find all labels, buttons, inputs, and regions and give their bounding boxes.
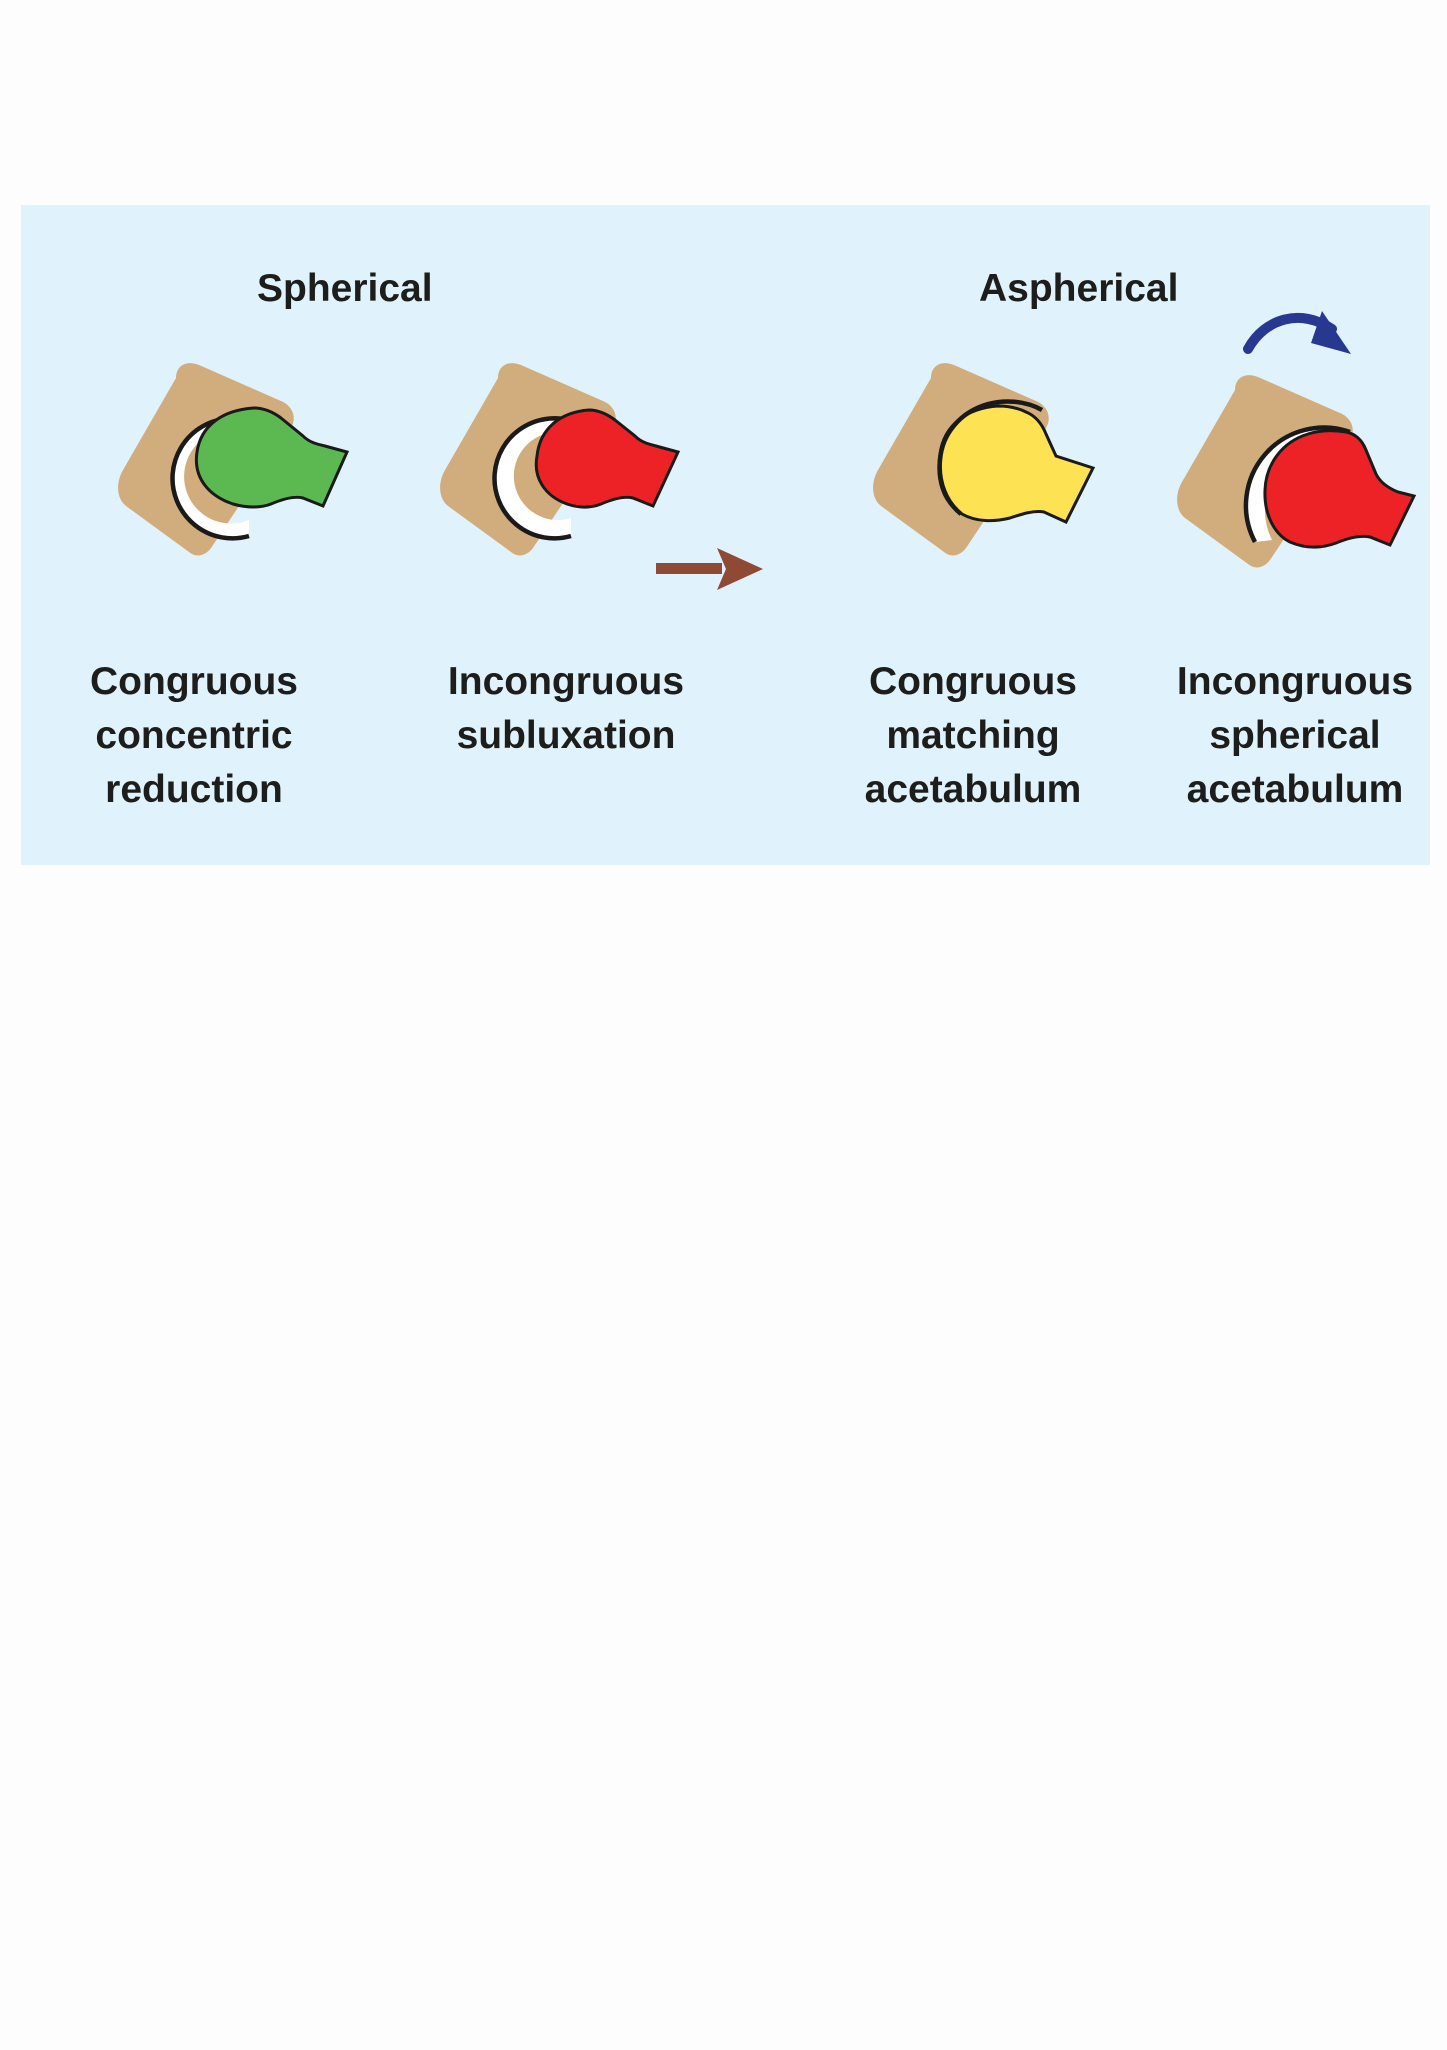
joint-incongruous-spherical bbox=[1177, 375, 1417, 568]
heading-aspherical: Aspherical bbox=[979, 267, 1179, 310]
femoral-head-red bbox=[534, 408, 681, 509]
acetabulum-rim-line bbox=[1243, 425, 1351, 544]
heading-spherical: Spherical bbox=[257, 267, 433, 310]
joint-congruous-concentric bbox=[118, 363, 350, 556]
joint-space bbox=[494, 418, 580, 539]
hip-joint-figure bbox=[118, 311, 1417, 590]
femoral-head-green bbox=[194, 406, 350, 509]
curved-rotation-arrow-icon bbox=[1243, 311, 1351, 354]
joint-space bbox=[1245, 427, 1350, 542]
joint-congruous-matching bbox=[873, 363, 1096, 556]
diagram-panel: Spherical Aspherical bbox=[21, 205, 1430, 865]
joint-incongruous-subluxation bbox=[440, 363, 681, 556]
right-arrow-icon bbox=[656, 548, 763, 590]
femoral-head-red bbox=[1263, 429, 1417, 549]
femoral-head-yellow bbox=[937, 404, 1096, 524]
acetabulum-rim-line bbox=[492, 416, 581, 541]
joint-space bbox=[172, 418, 258, 539]
acetabulum-rim-line bbox=[937, 399, 1044, 516]
